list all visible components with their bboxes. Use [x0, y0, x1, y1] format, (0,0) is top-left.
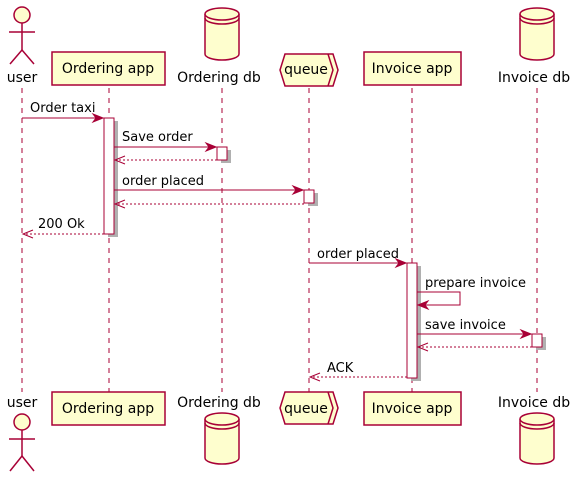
- return-ack: ACK: [308, 361, 407, 382]
- queue-activation: [303, 189, 318, 206]
- return-save-order: [113, 155, 217, 165]
- invoice-db-activation: [531, 333, 546, 350]
- database-icon: [204, 7, 240, 61]
- ordering-db-activation: [216, 146, 231, 163]
- invoice-app-box-bottom: Invoice app: [363, 391, 462, 426]
- participant-label: user: [7, 395, 38, 411]
- participant-label: user: [7, 70, 38, 86]
- database-icon: [519, 412, 555, 465]
- queue-box-top: queue: [279, 53, 339, 87]
- message-order-placed-queue: order placed: [114, 174, 305, 196]
- participant-label: queue: [284, 401, 328, 417]
- message-label: ACK: [327, 361, 354, 376]
- participant-label: Invoice app: [372, 61, 453, 77]
- database-icon: [519, 7, 555, 61]
- return-order-placed: [113, 199, 304, 209]
- message-order-placed-invoice: order placed: [309, 247, 408, 269]
- invoice-app-activation: [406, 262, 421, 381]
- participant-label: queue: [284, 62, 328, 78]
- return-200-ok: 200 Ok: [21, 217, 104, 239]
- participant-label: Invoice db: [498, 70, 570, 86]
- message-label: 200 Ok: [38, 217, 85, 232]
- message-prepare-invoice: prepare invoice: [416, 276, 526, 311]
- ordering-app-activation: [103, 117, 118, 237]
- ordering-app-box-bottom: Ordering app: [51, 391, 166, 426]
- ordering-db-top: Ordering db: [177, 7, 261, 86]
- user-icon: [9, 413, 35, 472]
- participant-label: Ordering app: [62, 401, 154, 417]
- message-label: save invoice: [425, 318, 506, 333]
- message-label: order placed: [317, 247, 399, 262]
- message-label: Save order: [122, 130, 193, 145]
- ordering-db-bottom: Ordering db: [177, 395, 261, 465]
- return-save-invoice: [416, 342, 532, 352]
- ordering-app-box-top: Ordering app: [51, 51, 166, 86]
- invoice-db-top: Invoice db: [498, 7, 570, 86]
- user-actor-bottom: user: [7, 395, 38, 472]
- message-label: Order taxi: [30, 101, 95, 116]
- invoice-app-box-top: Invoice app: [363, 51, 462, 86]
- participant-label: Invoice db: [498, 395, 570, 411]
- message-save-invoice: save invoice: [417, 318, 533, 340]
- participant-label: Ordering db: [177, 395, 261, 411]
- user-actor-top: user: [7, 6, 38, 86]
- message-save-order: Save order: [114, 130, 218, 153]
- message-order-taxi: Order taxi: [22, 101, 105, 124]
- participant-label: Ordering app: [62, 61, 154, 77]
- message-label: prepare invoice: [425, 276, 526, 291]
- queue-box-bottom: queue: [279, 391, 339, 425]
- user-icon: [9, 6, 35, 65]
- message-label: order placed: [122, 174, 204, 189]
- invoice-db-bottom: Invoice db: [498, 395, 570, 465]
- database-icon: [204, 412, 240, 465]
- participant-label: Invoice app: [372, 401, 453, 417]
- participant-label: Ordering db: [177, 70, 261, 86]
